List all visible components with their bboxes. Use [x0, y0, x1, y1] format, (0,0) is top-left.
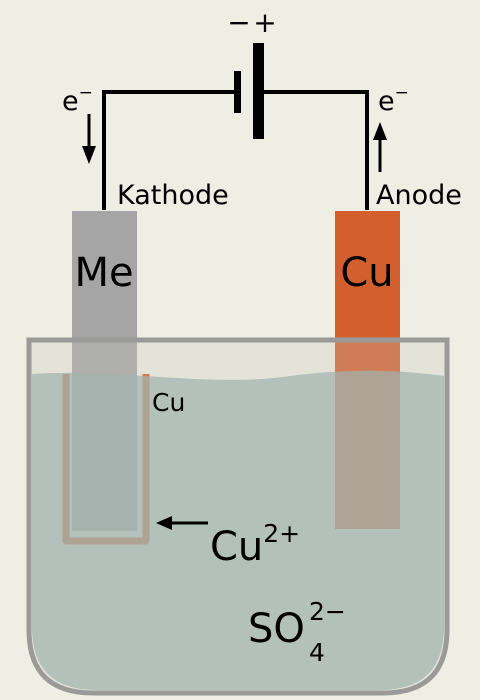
kathode-label: Kathode	[117, 180, 229, 211]
electron-label-left: e−	[62, 83, 93, 117]
battery-negative-plate	[234, 71, 241, 113]
circuit-wire	[102, 90, 369, 210]
electron-flow-right: e−	[373, 83, 409, 172]
arrow-left-icon	[156, 516, 172, 530]
anode-electrode-label: Cu	[340, 250, 393, 296]
copper-deposit-label: Cu	[152, 388, 185, 417]
battery-minus-sign: −	[227, 6, 250, 39]
battery-positive-plate	[253, 43, 264, 139]
arrow-down-icon	[82, 146, 96, 164]
kathode-electrode-label: Me	[74, 250, 133, 296]
battery-plus-sign: +	[253, 6, 276, 39]
electron-flow-left: e−	[62, 83, 96, 164]
anion-symbol: SO	[248, 606, 305, 652]
wire-right	[258, 90, 369, 210]
arrow-up-icon	[373, 122, 387, 140]
anode-label: Anode	[376, 180, 462, 211]
electrolysis-vessel	[26, 337, 450, 696]
anion-charge: 2−	[309, 597, 346, 626]
wire-left	[102, 90, 236, 210]
electrolyte-solution	[32, 370, 444, 690]
cation-migration: Cu2+	[156, 516, 300, 570]
anion-label: SO 4 2−	[248, 597, 346, 667]
electron-label-right: e−	[378, 83, 409, 117]
battery-symbol: − +	[227, 6, 277, 139]
cation-label: Cu2+	[210, 519, 300, 570]
anion-subscript: 4	[309, 638, 325, 667]
